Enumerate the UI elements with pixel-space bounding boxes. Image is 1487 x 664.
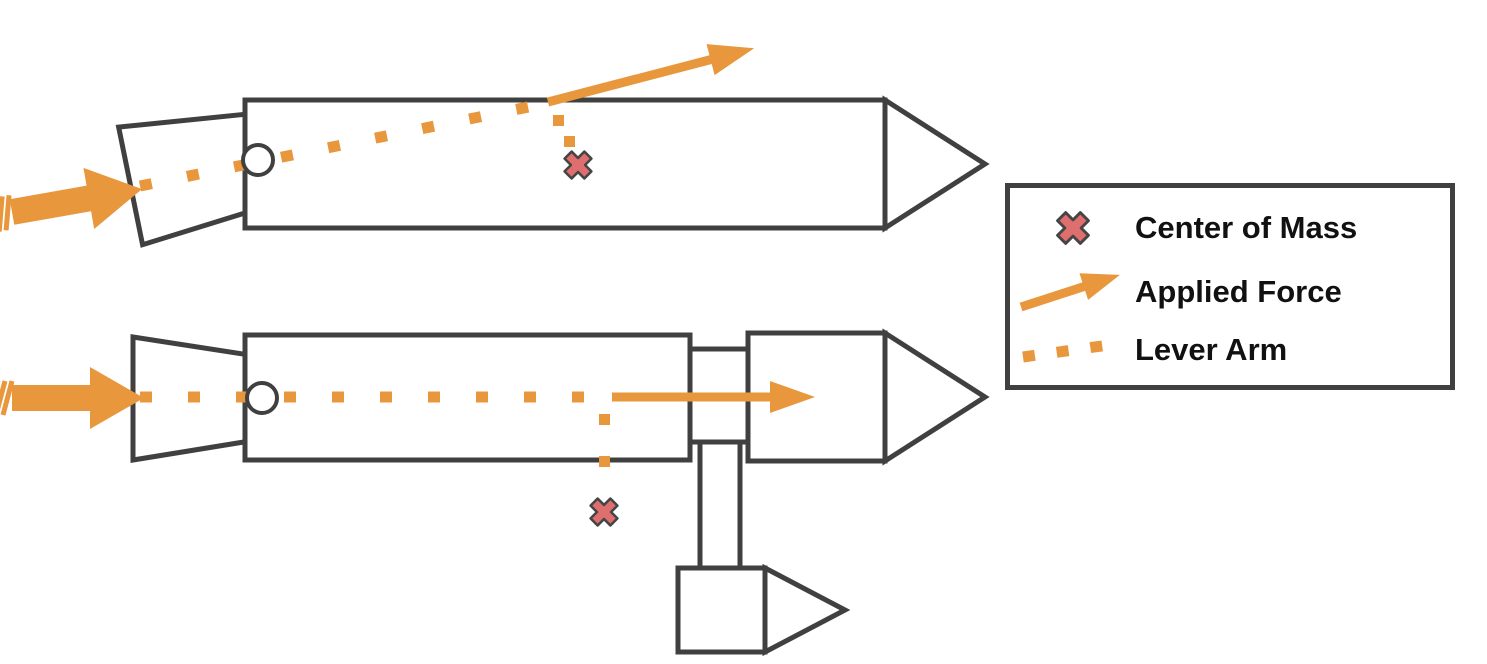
gimbal-pivots: [241, 143, 279, 415]
lever-arm-dot: [564, 136, 575, 147]
applied-force-icon: [1010, 269, 1135, 315]
booster-nose-cone: [762, 563, 851, 657]
top-rocket-nose-cone: [882, 95, 990, 233]
lever-arm-icon: [1010, 333, 1135, 367]
top-rocket-body: [242, 97, 888, 231]
gimbal-pivot-top: [241, 143, 275, 177]
lever-arm-dot: [599, 456, 610, 467]
legend-label-lever-arm: Lever Arm: [1135, 331, 1288, 367]
lever-arm-dot: [599, 414, 610, 425]
applied-force-arrow-top: [546, 44, 755, 107]
top-rocket: [115, 95, 990, 248]
booster-body: [675, 565, 768, 655]
applied-force-arrow-bottom: [612, 381, 815, 413]
applied-force-shaft: [546, 54, 716, 107]
legend-item-center-of-mass: Center of Mass: [1010, 205, 1450, 252]
legend-item-lever-arm: Lever Arm: [1010, 332, 1450, 368]
force-annotations: [0, 44, 815, 467]
lever-arm-line-top: [138, 97, 550, 192]
legend-label-center-of-mass: Center of Mass: [1135, 210, 1358, 246]
center-of-mass-marker-bottom: [582, 490, 626, 534]
lever-arm-dot: [553, 115, 564, 126]
booster-strut: [697, 439, 743, 575]
center-of-mass-icon: [1010, 205, 1135, 252]
bottom-rocket: [130, 328, 990, 657]
applied-force-arrowhead: [706, 44, 755, 76]
legend-box: Center of Mass Applied Force Lever Arm: [1005, 183, 1455, 390]
legend-label-applied-force: Applied Force: [1135, 273, 1342, 309]
bottom-rocket-nose-cone: [882, 328, 990, 466]
thrust-force-arrow-bottom: [0, 367, 144, 429]
applied-force-arrowhead: [770, 381, 815, 413]
gimbal-pivot-bottom: [245, 381, 279, 415]
legend-item-applied-force: Applied Force: [1010, 269, 1450, 315]
